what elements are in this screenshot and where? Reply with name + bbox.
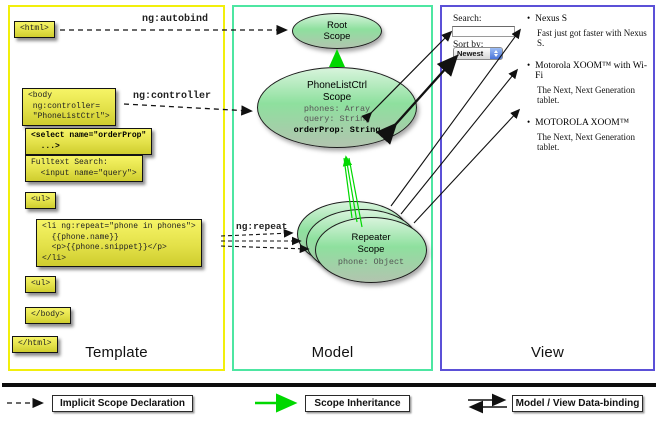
phone-snippet: Fast just got faster with Nexus S.	[537, 28, 647, 48]
root-scope-title: Root Scope	[323, 19, 351, 42]
code-ul-open: <ul>	[25, 192, 57, 209]
phone-name: Nexus S	[535, 14, 568, 24]
phonelistctrl-prop-phones: phones: Array	[303, 103, 371, 114]
ng-autobind-label: ng:autobind	[142, 14, 209, 25]
code-ul-close: <ul>	[25, 276, 57, 293]
root-scope-ellipse: Root Scope	[292, 13, 382, 49]
phone-list: • Nexus S Fast just got faster with Nexu…	[527, 13, 653, 165]
bullet-icon: •	[527, 60, 531, 70]
list-item: • MOTOROLA XOOM™ The Next, Next Generati…	[527, 117, 653, 152]
ng-controller-label: ng:controller	[133, 91, 212, 102]
phonelistctrl-prop-orderprop: orderProp: String	[293, 124, 381, 135]
phonelistctrl-scope-ellipse: PhoneListCtrl Scope phones: Array query:…	[257, 67, 417, 148]
model-column-label: Model	[311, 344, 354, 361]
search-input[interactable]	[452, 26, 515, 37]
search-label: Search:	[453, 14, 482, 24]
sort-dropdown[interactable]: Newest	[453, 47, 503, 60]
code-li-repeat: <li ng:repeat="phone in phones"> {{phone…	[36, 219, 202, 268]
code-body-open: <body ng:controller= "PhoneListCtrl">	[22, 88, 116, 126]
template-column-label: Template	[85, 344, 148, 361]
repeater-scope-ellipse-front: Repeater Scope phone: Object	[315, 217, 427, 283]
phone-snippet: The Next, Next Generation tablet.	[537, 132, 635, 152]
phone-name: MOTOROLA XOOM™	[535, 118, 630, 128]
code-html-open: <html>	[14, 21, 55, 38]
repeater-prop-phone: phone: Object	[337, 257, 405, 268]
legend-separator	[2, 383, 656, 387]
phone-snippet: The Next, Next Generation tablet.	[537, 85, 635, 105]
legend-scope-inheritance: Scope Inheritance	[305, 395, 410, 412]
legend-data-binding: Model / View Data-binding	[512, 395, 643, 412]
repeater-scope-title: Repeater Scope	[351, 232, 391, 255]
model-column: Model	[232, 5, 433, 371]
dropdown-arrows-icon	[490, 48, 502, 59]
phonelistctrl-prop-query: query: String	[303, 114, 371, 125]
phonelistctrl-scope-title: PhoneListCtrl Scope	[306, 79, 368, 103]
legend-implicit-scope: Implicit Scope Declaration	[52, 395, 193, 412]
code-html-close: </html>	[12, 336, 58, 353]
bullet-icon: •	[527, 117, 531, 127]
code-fulltext-search: Fulltext Search: <input name="query">	[25, 155, 143, 183]
code-select-orderprop: <select name="orderProp" ...>	[25, 128, 153, 156]
sort-dropdown-value: Newest	[457, 49, 484, 58]
list-item: • Nexus S Fast just got faster with Nexu…	[527, 13, 653, 48]
code-body-close: </body>	[25, 307, 71, 324]
view-column-label: View	[530, 344, 565, 361]
phone-name: Motorola XOOM™ with Wi-Fi	[535, 61, 648, 81]
ng-repeat-label: ng:repeat	[236, 221, 288, 232]
list-item: • Motorola XOOM™ with Wi-Fi The Next, Ne…	[527, 60, 653, 105]
bullet-icon: •	[527, 13, 531, 23]
